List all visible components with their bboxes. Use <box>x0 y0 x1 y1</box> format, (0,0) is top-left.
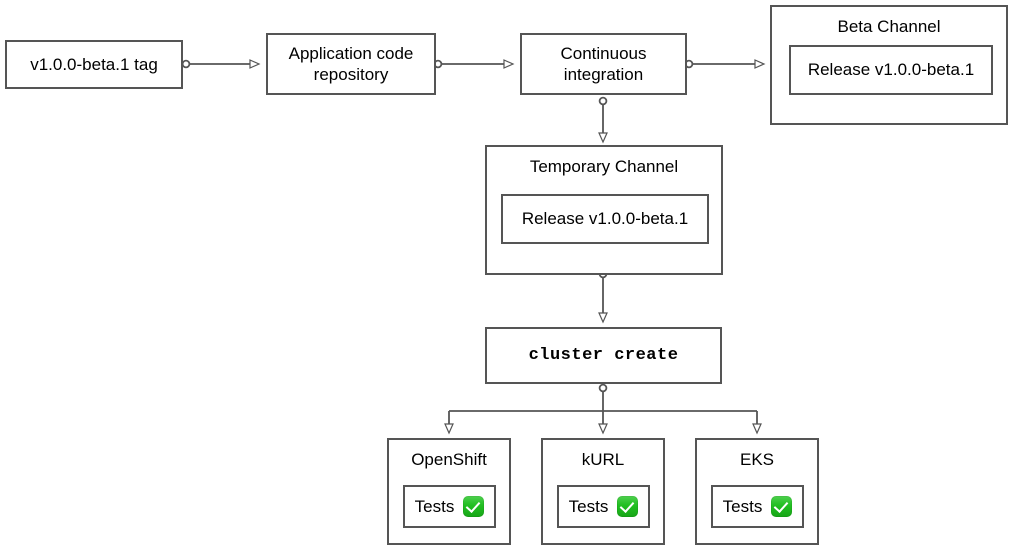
node-beta-channel[interactable]: Beta Channel Release v1.0.0-beta.1 <box>770 5 1008 125</box>
node-continuous-integration[interactable]: Continuous integration <box>520 33 687 95</box>
node-cluster-create-label: cluster create <box>528 345 679 365</box>
node-openshift[interactable]: OpenShift Tests <box>387 438 511 545</box>
node-openshift-title: OpenShift <box>411 450 487 469</box>
node-beta-channel-release-label: Release v1.0.0-beta.1 <box>807 60 975 80</box>
edge-source-dot <box>598 96 608 106</box>
node-application-code-repository-label: Application code repository <box>288 43 414 84</box>
node-openshift-tests-label: Tests <box>414 496 455 516</box>
check-mark-button-icon <box>617 496 639 517</box>
node-eks-tests-label: Tests <box>722 496 763 516</box>
check-mark-button-icon <box>771 496 793 517</box>
node-beta-channel-release[interactable]: Release v1.0.0-beta.1 <box>789 45 993 95</box>
edge-source-dot <box>181 59 191 69</box>
node-temporary-channel[interactable]: Temporary Channel Release v1.0.0-beta.1 <box>485 145 723 275</box>
node-openshift-tests[interactable]: Tests <box>403 485 496 528</box>
eks-tests-row: Tests <box>723 496 793 517</box>
check-mark-button-icon <box>463 496 485 517</box>
openshift-tests-row: Tests <box>415 496 485 517</box>
node-kurl-tests-label: Tests <box>568 496 609 516</box>
node-beta-channel-title: Beta Channel <box>837 17 941 36</box>
node-temporary-channel-release-label: Release v1.0.0-beta.1 <box>521 209 689 229</box>
node-application-code-repository[interactable]: Application code repository <box>266 33 436 95</box>
node-eks[interactable]: EKS Tests <box>695 438 819 545</box>
kurl-tests-row: Tests <box>569 496 639 517</box>
node-temporary-channel-release[interactable]: Release v1.0.0-beta.1 <box>501 194 709 244</box>
node-eks-tests[interactable]: Tests <box>711 485 804 528</box>
node-tag-label: v1.0.0-beta.1 tag <box>30 54 158 74</box>
node-tag[interactable]: v1.0.0-beta.1 tag <box>5 40 183 89</box>
edge-source-dot <box>598 383 608 393</box>
node-cluster-create[interactable]: cluster create <box>485 327 722 384</box>
node-eks-title: EKS <box>739 450 775 469</box>
node-kurl-title: kURL <box>581 450 625 469</box>
node-continuous-integration-label: Continuous integration <box>560 43 647 84</box>
node-kurl[interactable]: kURL Tests <box>541 438 665 545</box>
node-temporary-channel-title: Temporary Channel <box>529 157 679 176</box>
node-kurl-tests[interactable]: Tests <box>557 485 650 528</box>
